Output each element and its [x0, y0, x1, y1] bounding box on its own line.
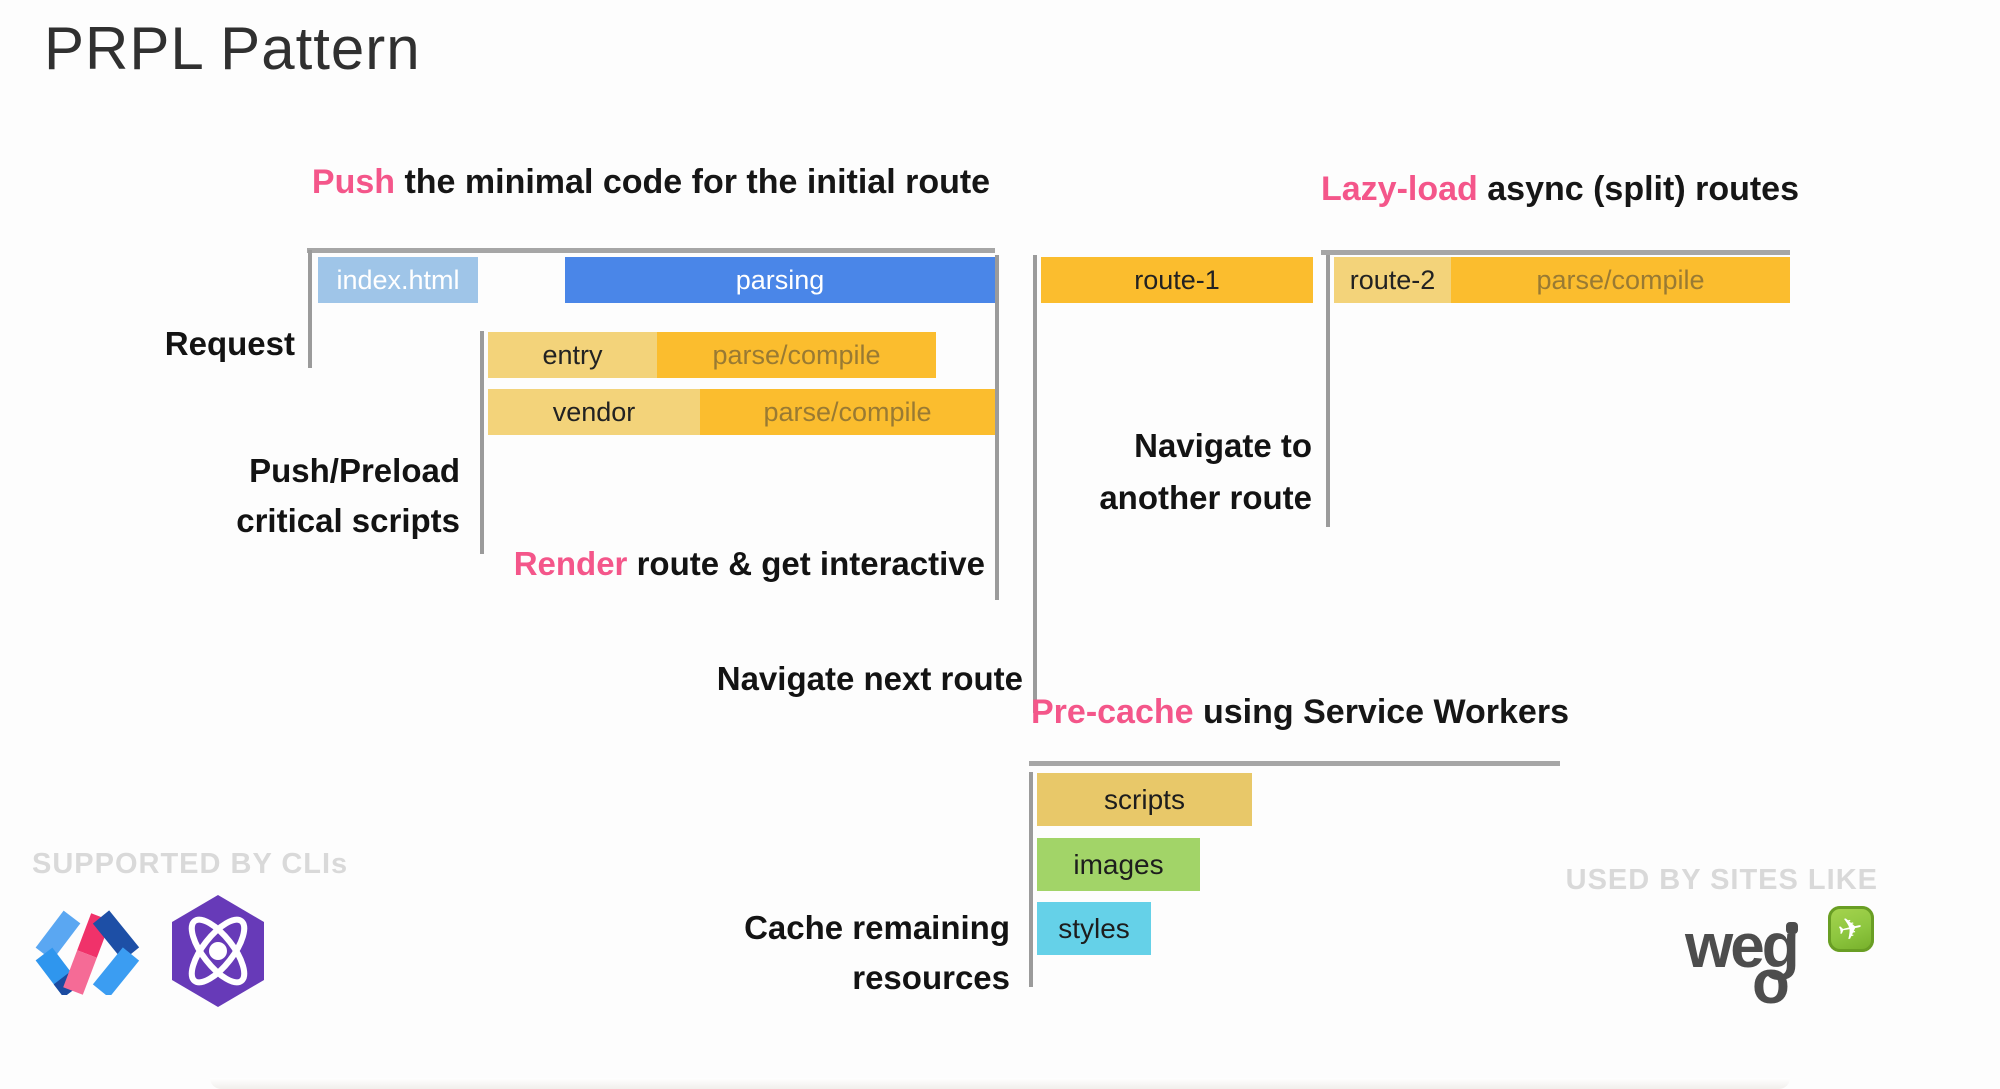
supported-by-clis-label: SUPPORTED BY CLIs [32, 848, 349, 880]
push-preload-label: Push/Preload critical scripts [236, 452, 460, 539]
lazy-rest: async (split) routes [1477, 170, 1800, 208]
render-highlight: Render [513, 545, 628, 582]
bar-vendor-parse-compile: parse/compile [700, 389, 995, 435]
bar-scripts: scripts [1037, 773, 1252, 826]
bar-parsing: parsing [565, 257, 995, 303]
preact-logo-icon [172, 895, 264, 1007]
lazy-section-header: Lazy-load async (split) routes [1321, 170, 1799, 209]
push-section-header: Push the minimal code for the initial ro… [307, 163, 995, 202]
bar-entry: entry [488, 332, 657, 378]
polymer-logo-icon [35, 910, 140, 995]
bar-vendor: vendor [488, 389, 700, 435]
page-title: PRPL Pattern [44, 15, 421, 82]
wego-logo-dot [1786, 922, 1798, 934]
request-label: Request [164, 325, 295, 362]
airplane-icon: ✈ [1835, 910, 1867, 948]
push-underline [307, 248, 995, 253]
precache-rest: using Service Workers [1193, 693, 1569, 731]
bar-index-html: index.html [318, 257, 478, 303]
route2-timeline-line [1326, 255, 1330, 527]
lazy-highlight: Lazy-load [1321, 170, 1478, 208]
precache-highlight: Pre-cache [1031, 693, 1194, 731]
cache-timeline-line [1029, 772, 1033, 987]
navigate-next-label: Navigate next route [716, 660, 1023, 697]
bar-route2-parse-compile: parse/compile [1451, 257, 1790, 303]
bar-images: images [1037, 838, 1200, 891]
push-rest: the minimal code for the initial route [395, 163, 991, 201]
bar-route-2: route-2 [1334, 257, 1451, 303]
wego-plane-badge: ✈ [1828, 906, 1874, 952]
bar-entry-parse-compile: parse/compile [657, 332, 936, 378]
precache-underline [1029, 761, 1560, 766]
bar-styles: styles [1037, 902, 1151, 955]
lazy-underline [1321, 250, 1790, 255]
wego-logo: weg o ✈ [1680, 900, 1890, 1014]
request-timeline-line [308, 250, 312, 368]
slide-bottom-shadow [210, 1078, 1790, 1089]
wego-logo-text: weg [1685, 912, 1800, 981]
push-highlight: Push [311, 163, 396, 201]
bar-route-1: route-1 [1041, 257, 1313, 303]
render-label: Render route & get interactive [513, 545, 985, 582]
interactive-timeline-line [995, 255, 999, 600]
precache-section-header: Pre-cache using Service Workers [1031, 693, 1569, 732]
push-preload-timeline-line [480, 331, 484, 554]
navigate-another-label: Navigate to another route [1099, 427, 1312, 516]
used-by-sites-label: USED BY SITES LIKE [1565, 864, 1878, 896]
wego-logo-o: o [1752, 948, 1790, 1017]
navigate-timeline-line [1033, 255, 1037, 713]
cache-remaining-label: Cache remaining resources [744, 909, 1010, 996]
